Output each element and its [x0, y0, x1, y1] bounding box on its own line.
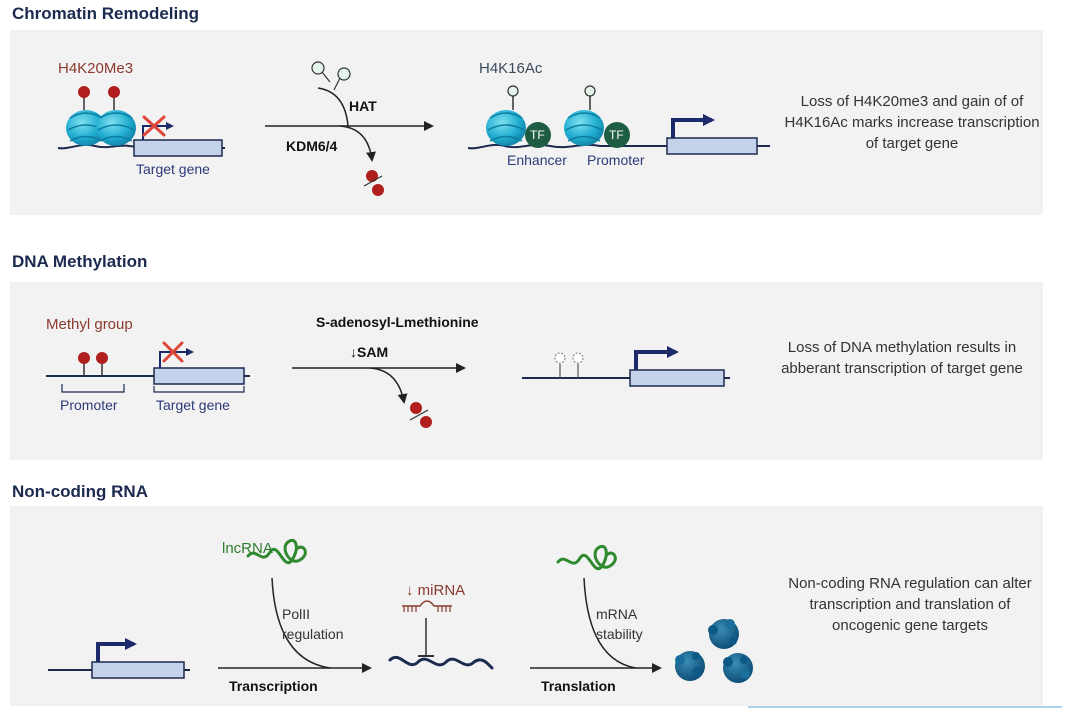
- target-gene-label: Target gene: [136, 161, 210, 177]
- nucleosome-4: [564, 110, 604, 146]
- hat-label: HAT: [349, 98, 377, 114]
- methyl-mark-icon: [78, 86, 120, 110]
- noncoding-description: Non-coding RNA regulation can alter tran…: [788, 575, 1032, 634]
- removed-methyl-icon-2: [409, 402, 432, 428]
- target-gene-label-2: Target gene: [156, 397, 230, 413]
- sam-full-label: S-adenosyl-Lmethionine: [316, 314, 479, 330]
- promoter-bracket: [61, 384, 125, 393]
- target-gene-bracket: [153, 386, 245, 393]
- inhibition-icon: [418, 618, 434, 657]
- regulation-label: regulation: [282, 626, 344, 642]
- chromatin-reaction-arrow: [265, 61, 434, 196]
- unmethylated-site-icon: [554, 352, 584, 378]
- chromatin-right-state: [467, 85, 770, 155]
- tf-promoter-icon: [604, 122, 630, 148]
- chromatin-description: Loss of H4K20me3 and gain of of H4K16Ac …: [784, 93, 1040, 152]
- chromatin-left-state: [57, 86, 225, 157]
- polii-label: PolII: [282, 606, 311, 622]
- nucleosome-2: [96, 110, 136, 146]
- lncrna-label: lncRNA: [222, 540, 273, 557]
- mrna-label: mRNA: [596, 606, 638, 622]
- transcription-label: Transcription: [229, 678, 318, 694]
- sam-reaction-arrow: [292, 363, 466, 428]
- nucleosome-1: [66, 110, 106, 146]
- translation-label: Translation: [541, 678, 616, 694]
- methyl-group-icon: [78, 352, 108, 376]
- target-gene-box-active: [666, 137, 758, 155]
- tf-promoter-label: TF: [609, 128, 624, 142]
- sam-short-label: ↓SAM: [350, 344, 389, 360]
- blocked-x-icon: [142, 115, 166, 137]
- mrna-strand-icon: [388, 656, 494, 670]
- noncoding-section-title: Non-coding RNA: [12, 482, 148, 501]
- kdm-label: KDM6/4: [286, 138, 338, 154]
- blocked-x-icon-2: [162, 341, 184, 363]
- h4k16ac-label: H4K16Ac: [479, 60, 543, 77]
- removed-methyl-icon: [363, 170, 384, 196]
- promoter-label: Promoter: [587, 152, 645, 168]
- nucleosome-3: [486, 110, 526, 146]
- protein-cluster-icon: [675, 619, 753, 683]
- target-gene-box: [133, 139, 223, 157]
- dna-methylation-section-title: DNA Methylation: [12, 252, 148, 271]
- lncrna-strand-icon-2: [556, 545, 617, 571]
- methylation-left-state: [46, 341, 250, 393]
- methylation-right-state: [522, 346, 730, 387]
- promoter-label-2: Promoter: [60, 397, 118, 413]
- chromatin-panel: [10, 30, 1043, 215]
- methyl-group-label: Methyl group: [46, 316, 133, 333]
- stability-label: stability: [596, 626, 643, 642]
- enhancer-label: Enhancer: [507, 152, 567, 168]
- chromatin-section-title: Chromatin Remodeling: [12, 4, 200, 23]
- mirna-icon: [402, 600, 452, 612]
- acetyl-mark-icon: [507, 85, 596, 110]
- mirna-label: ↓ miRNA: [406, 582, 466, 599]
- transcription-arrow: [218, 577, 372, 673]
- tf-enhancer-label: TF: [530, 128, 545, 142]
- tf-enhancer-icon: [525, 122, 551, 148]
- lncrna-strand-icon: [246, 539, 307, 565]
- active-tss-arrow-icon-2: [634, 346, 679, 370]
- tss-arrow-icon-2: [159, 348, 194, 368]
- methylation-description: Loss of DNA methylation results in abber…: [781, 339, 1023, 377]
- acetyl-group-icon: [311, 61, 351, 91]
- h4k20me3-label: H4K20Me3: [58, 60, 134, 77]
- noncoding-gene: [48, 638, 190, 679]
- translation-arrow: [530, 577, 662, 673]
- active-tss-arrow-icon: [671, 114, 715, 138]
- active-tss-arrow-icon-3: [96, 638, 137, 662]
